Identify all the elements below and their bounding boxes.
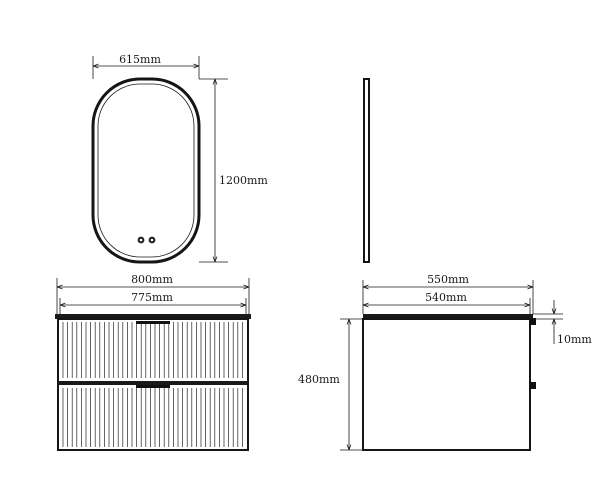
vanity-front-view: 800mm 775mm xyxy=(55,273,251,451)
vanity-height-label: 480mm xyxy=(298,373,340,386)
vanity-side-countertop xyxy=(363,314,533,319)
bottom-drawer-handle xyxy=(136,385,170,388)
mirror-touch-switch-icon xyxy=(137,236,156,244)
vanity-cabinet-width-label: 775mm xyxy=(131,291,173,304)
top-drawer-handle xyxy=(136,321,170,324)
mirror-outer-frame xyxy=(91,77,201,264)
mirror-side-view xyxy=(363,78,370,263)
top-drawer-fluted-panel xyxy=(62,322,243,378)
drawer-divider xyxy=(58,381,248,385)
top-drawer-side-handle xyxy=(530,318,536,325)
mirror-height-label: 1200mm xyxy=(219,174,268,187)
mirror-width-label: 615mm xyxy=(119,53,161,66)
vanity-overall-width-label: 800mm xyxy=(131,273,173,286)
bottom-drawer-fluted-panel xyxy=(62,388,243,447)
mirror-front-view: 615mm 1200mm xyxy=(91,53,268,264)
mirror-side-profile xyxy=(363,78,370,263)
vanity-cabinet-depth-label: 540mm xyxy=(425,291,467,304)
bottom-drawer-side-handle xyxy=(530,382,536,389)
vanity-overall-depth-label: 550mm xyxy=(427,273,469,286)
vanity-countertop xyxy=(55,314,251,319)
vanity-side-view: 550mm 540mm 480mm 10mm xyxy=(298,273,592,451)
vanity-side-cabinet-body xyxy=(362,318,531,451)
mirror-inner-frame xyxy=(97,83,195,258)
top-thickness-label: 10mm xyxy=(557,333,592,346)
